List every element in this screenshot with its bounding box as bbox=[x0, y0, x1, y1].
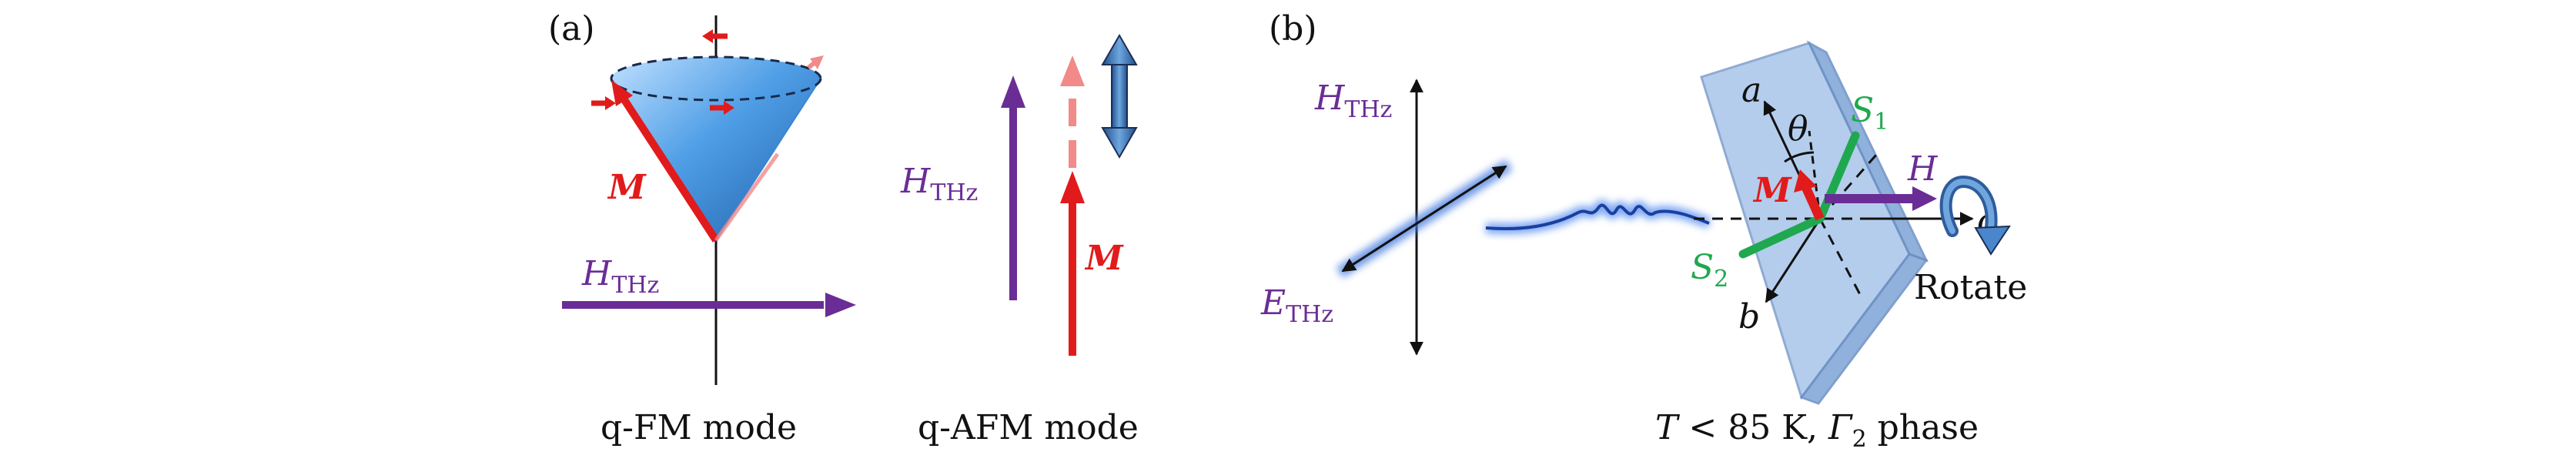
panel-a: (a) M HTHz q-FM mode bbox=[548, 9, 1139, 447]
rotate-label: Rotate bbox=[1914, 268, 2027, 307]
afm-h-thz-arrow bbox=[1001, 75, 1025, 300]
thz-pulse-wave bbox=[1485, 203, 1710, 231]
b-axis-arrow bbox=[1765, 218, 1822, 303]
s2-spin-vector bbox=[1738, 214, 1825, 259]
panel-b: (b) HTHz ETHz c a b θ bbox=[1260, 9, 2027, 453]
afm-h-label: HTHz bbox=[900, 162, 978, 206]
b-m-label: M bbox=[1752, 171, 1792, 210]
s1-label: S1 bbox=[1851, 91, 1889, 136]
oscillation-double-arrow bbox=[1101, 34, 1138, 159]
s2-label: S2 bbox=[1691, 248, 1728, 293]
e-thz-label: ETHz bbox=[1260, 283, 1333, 328]
lower-dashed-line bbox=[1818, 218, 1865, 301]
fm-h-label: HTHz bbox=[581, 254, 659, 299]
theta-label: θ bbox=[1788, 109, 1808, 149]
fm-m-label: M bbox=[607, 168, 647, 207]
precession-direction-arrows bbox=[591, 29, 824, 115]
afm-m-label: M bbox=[1084, 239, 1124, 278]
precession-circle bbox=[610, 55, 822, 102]
theta-arc bbox=[1784, 151, 1815, 163]
panel-a-label: (a) bbox=[548, 9, 595, 49]
h-thz-label: HTHz bbox=[1314, 79, 1392, 123]
crystal-slab bbox=[1700, 40, 1929, 405]
static-h-label: H bbox=[1907, 149, 1939, 189]
b-magnetization-vector bbox=[1794, 169, 1825, 221]
panel-b-label: (b) bbox=[1269, 9, 1317, 49]
s1-spin-vector bbox=[1815, 131, 1860, 223]
fm-h-thz-arrowhead bbox=[825, 293, 856, 317]
static-h-arrowhead bbox=[1912, 186, 1937, 211]
b-caption: T < 85 K, Γ2 phase bbox=[1655, 408, 1979, 453]
precession-cone bbox=[611, 57, 821, 240]
fm-caption: q-FM mode bbox=[601, 408, 797, 447]
e-thz-field-line bbox=[1341, 165, 1507, 273]
fm-magnetization-vector bbox=[611, 80, 780, 243]
upper-dashed-line bbox=[1818, 153, 1878, 219]
b-axis-label: b bbox=[1738, 297, 1760, 336]
a-axis-label: a bbox=[1741, 71, 1761, 110]
afm-magnetization-vector bbox=[1060, 55, 1085, 356]
rotate-arrow-icon bbox=[1939, 175, 2011, 256]
afm-caption: q-AFM mode bbox=[918, 408, 1139, 447]
